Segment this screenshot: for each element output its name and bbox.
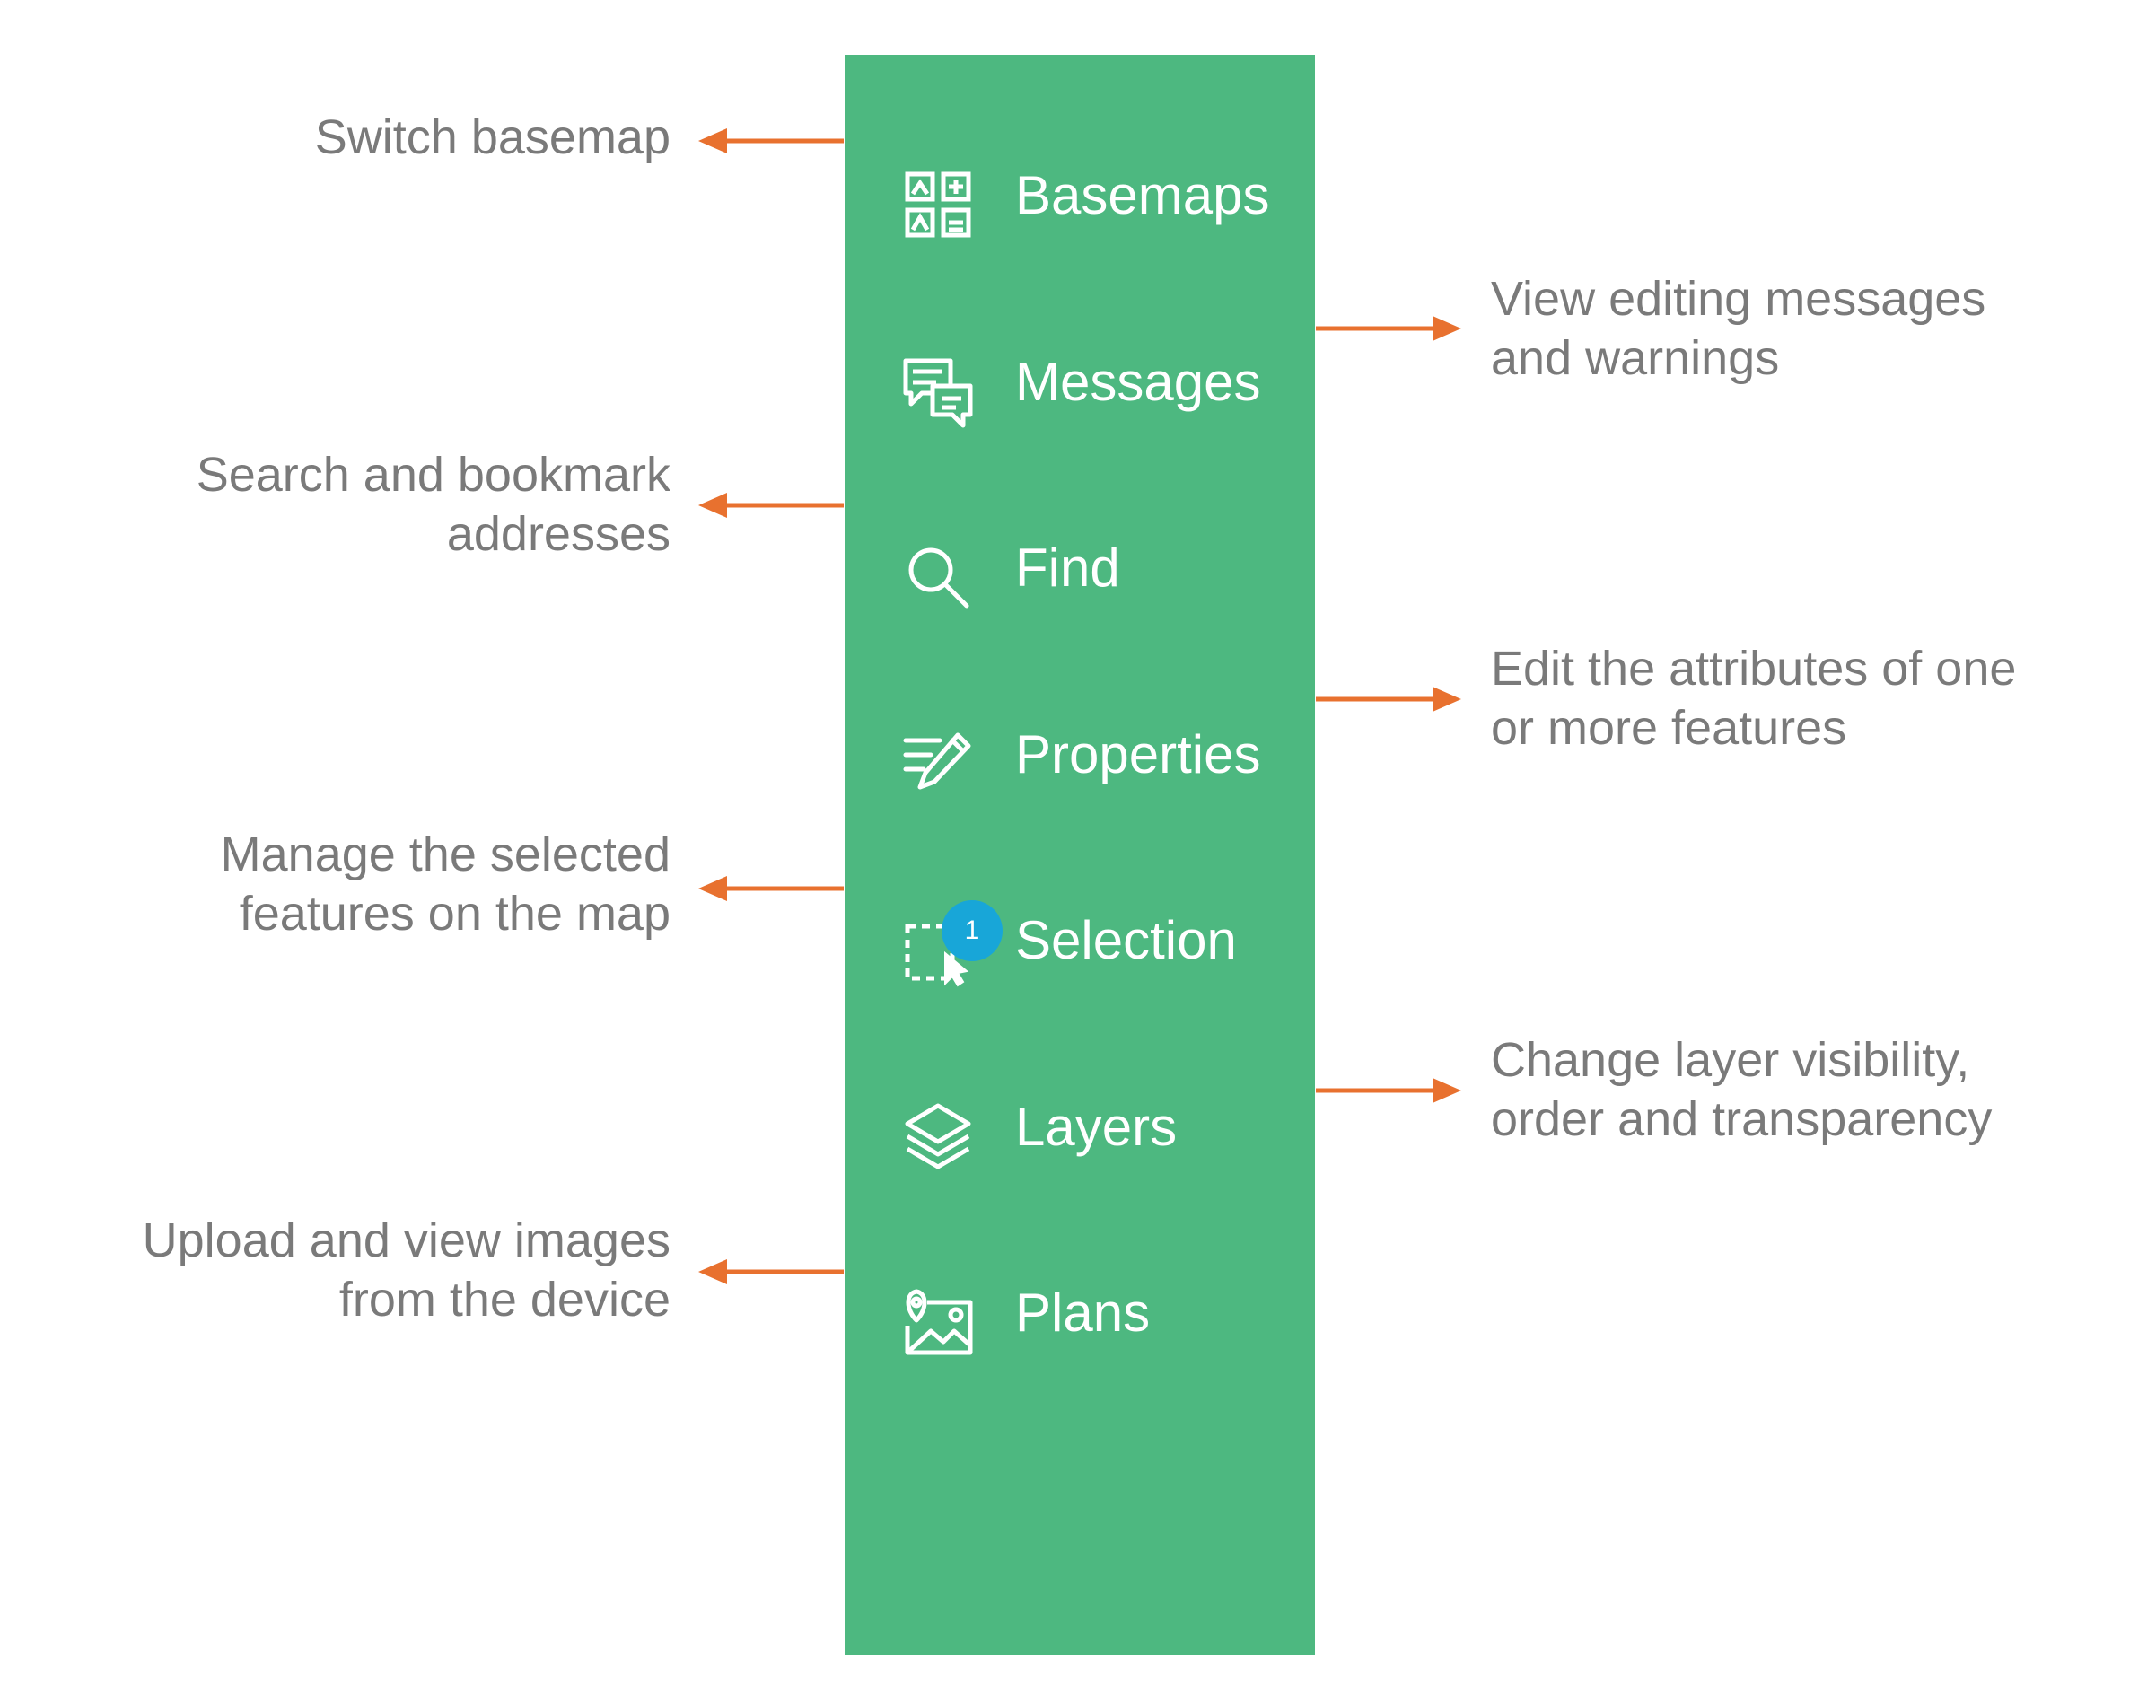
callout-line: features on the map bbox=[239, 887, 670, 941]
sidebar-item-label: Properties bbox=[1015, 724, 1261, 784]
sidebar-item-label: Plans bbox=[1015, 1283, 1151, 1343]
callout-line: or more features bbox=[1491, 701, 1847, 755]
edit-properties-icon bbox=[900, 726, 976, 801]
callout-line: Manage the selected bbox=[220, 828, 670, 881]
callout-line: Upload and view images bbox=[142, 1213, 670, 1267]
callout-selection: Manage the selected features on the map bbox=[221, 825, 670, 943]
callout-basemaps: Switch basemap bbox=[315, 108, 670, 167]
sidebar-item-properties[interactable]: Properties bbox=[845, 688, 1315, 822]
sidebar-item-plans[interactable]: Plans bbox=[845, 1246, 1315, 1380]
callout-line: View editing messages bbox=[1491, 272, 1986, 326]
callout-line: Change layer visibility, bbox=[1491, 1033, 1970, 1087]
editor-sidebar-panel: Basemaps Messages Find bbox=[845, 55, 1315, 1655]
callout-line: Search and bookmark bbox=[196, 448, 670, 502]
messages-icon bbox=[900, 354, 976, 429]
callout-line: from the device bbox=[338, 1273, 670, 1327]
callout-plans: Upload and view images from the device bbox=[143, 1211, 670, 1329]
sidebar-item-basemaps[interactable]: Basemaps bbox=[845, 128, 1315, 263]
sidebar-item-selection[interactable]: 1 Selection bbox=[845, 873, 1315, 1008]
selection-cursor-icon bbox=[900, 912, 976, 987]
search-icon bbox=[900, 539, 976, 615]
selection-count-badge: 1 bbox=[942, 900, 1003, 961]
layers-icon bbox=[900, 1099, 976, 1174]
callout-line: order and transparency bbox=[1491, 1092, 1993, 1146]
callout-line: Edit the attributes of one bbox=[1491, 642, 2017, 696]
callout-find: Search and bookmark addresses bbox=[197, 445, 670, 564]
callout-line: Switch basemap bbox=[314, 110, 670, 164]
callout-messages: View editing messages and warnings bbox=[1491, 269, 1985, 388]
sidebar-item-label: Basemaps bbox=[1015, 165, 1270, 225]
callout-line: and warnings bbox=[1491, 331, 1780, 385]
callout-line: addresses bbox=[446, 507, 670, 561]
sidebar-item-find[interactable]: Find bbox=[845, 501, 1315, 635]
callout-layers: Change layer visibility, order and trans… bbox=[1491, 1030, 1992, 1149]
sidebar-item-layers[interactable]: Layers bbox=[845, 1060, 1315, 1195]
sidebar-item-label: Find bbox=[1015, 538, 1120, 598]
sidebar-item-label: Selection bbox=[1015, 910, 1237, 970]
plans-image-icon bbox=[900, 1284, 976, 1360]
basemap-grid-icon bbox=[900, 167, 976, 242]
sidebar-item-label: Layers bbox=[1015, 1097, 1178, 1157]
callout-properties: Edit the attributes of one or more featu… bbox=[1491, 639, 2016, 758]
sidebar-item-messages[interactable]: Messages bbox=[845, 315, 1315, 450]
sidebar-item-label: Messages bbox=[1015, 352, 1261, 412]
